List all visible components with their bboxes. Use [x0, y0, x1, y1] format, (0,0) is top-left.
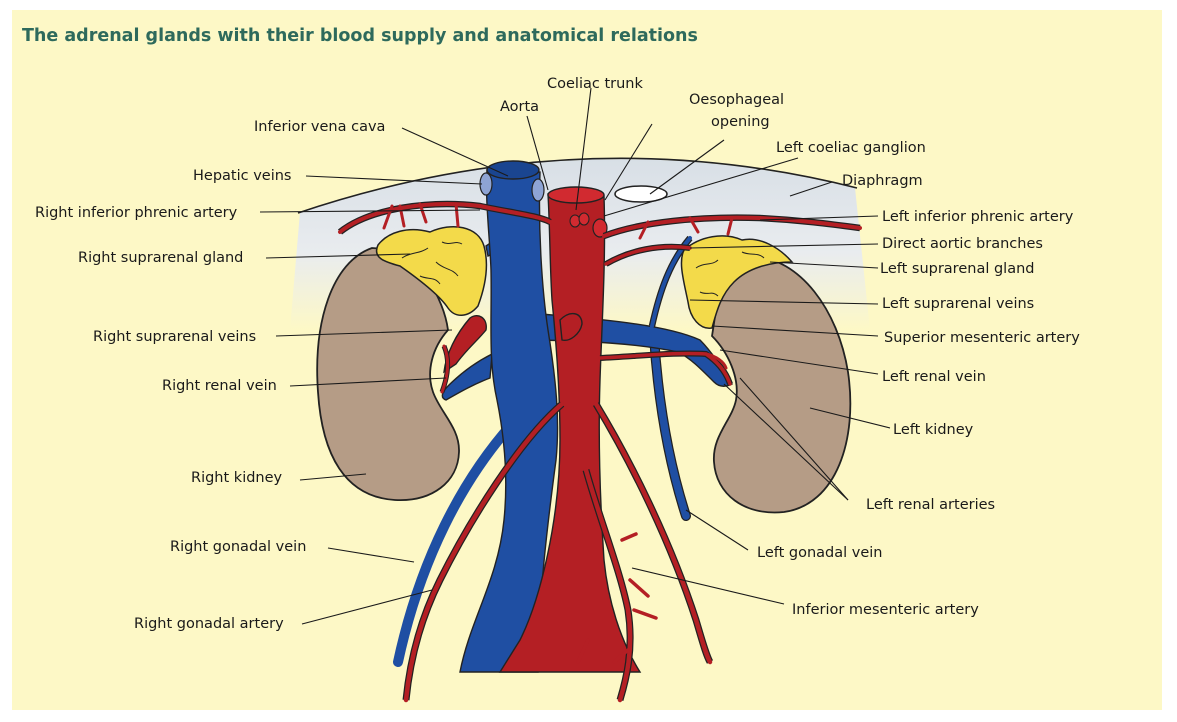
- label-right-kidney: Right kidney: [191, 470, 283, 486]
- label-inferior-vena-cava: Inferior vena cava: [254, 119, 385, 135]
- label-oesophageal-opening-line2: opening: [711, 114, 770, 130]
- label-left-renal-vein: Left renal vein: [882, 369, 986, 385]
- label-diaphragm: Diaphragm: [842, 173, 923, 189]
- coeliac-trunk-stub: [570, 215, 580, 227]
- label-left-inferior-phrenic-artery: Left inferior phrenic artery: [882, 209, 1074, 225]
- label-left-suprarenal-gland: Left suprarenal gland: [880, 261, 1034, 277]
- label-right-gonadal-vein: Right gonadal vein: [170, 539, 306, 555]
- label-hepatic-veins: Hepatic veins: [193, 168, 291, 184]
- label-left-coeliac-ganglion: Left coeliac ganglion: [776, 140, 926, 156]
- label-right-suprarenal-gland: Right suprarenal gland: [78, 250, 243, 266]
- label-inferior-mesenteric-artery: Inferior mesenteric artery: [792, 602, 979, 618]
- label-right-inferior-phrenic-artery: Right inferior phrenic artery: [35, 205, 238, 221]
- label-left-suprarenal-veins: Left suprarenal veins: [882, 296, 1034, 312]
- label-left-gonadal-vein: Left gonadal vein: [757, 545, 883, 561]
- aorta-opening: [548, 187, 604, 203]
- label-aorta: Aorta: [500, 99, 539, 115]
- label-left-kidney: Left kidney: [893, 422, 974, 438]
- label-right-suprarenal-veins: Right suprarenal veins: [93, 329, 256, 345]
- label-right-renal-vein: Right renal vein: [162, 378, 277, 394]
- label-right-gonadal-artery: Right gonadal artery: [134, 616, 284, 632]
- label-oesophageal-opening-line1: Oesophageal: [689, 92, 784, 108]
- label-left-renal-arteries: Left renal arteries: [866, 497, 995, 513]
- label-direct-aortic-branches: Direct aortic branches: [882, 236, 1043, 252]
- label-coeliac-trunk: Coeliac trunk: [547, 76, 643, 92]
- label-superior-mesenteric-artery: Superior mesenteric artery: [884, 330, 1080, 346]
- hepatic-vein-left: [532, 179, 544, 201]
